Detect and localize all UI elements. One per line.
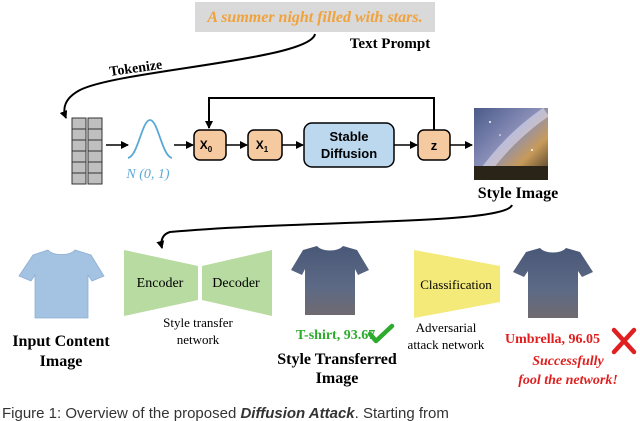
style-transferred-line2: Image (316, 370, 359, 387)
transferred-tshirt (291, 246, 369, 315)
style-image-label: Style Image (478, 185, 558, 202)
input-content-line2: Image (40, 353, 83, 370)
tshirt-prediction: T-shirt, 93.67 (296, 328, 375, 343)
input-content-line1: Input Content (12, 333, 110, 350)
stable-diffusion-line2: Diffusion (321, 146, 377, 161)
classification-label: Classification (420, 277, 492, 292)
style-transfer-line2: network (177, 332, 220, 347)
caption-method: Diffusion Attack (240, 405, 355, 421)
x1-subscript: 1 (264, 145, 269, 154)
encoder-label: Encoder (137, 276, 184, 291)
check-icon (367, 323, 395, 344)
decoder-label: Decoder (212, 276, 260, 291)
svg-text:X1: X1 (256, 138, 269, 154)
x0-subscript: 0 (208, 145, 213, 154)
tokenize-arrow (59, 33, 316, 119)
tokenize-label: Tokenize (108, 58, 163, 80)
svg-text:X0: X0 (200, 138, 213, 154)
style-transfer-line1: Style transfer (163, 315, 233, 330)
text-prompt-text: A summer night filled with stars. (206, 9, 422, 26)
style-image (474, 107, 549, 181)
cross-icon (611, 327, 637, 355)
x1-label: X (256, 138, 264, 152)
decoder-shape (202, 250, 272, 316)
z-label: z (431, 138, 438, 153)
output-tshirt (513, 248, 593, 318)
input-tshirt (18, 249, 105, 319)
x0-label: X (200, 138, 208, 152)
adversarial-line2: attack network (408, 337, 485, 352)
token-grid (71, 117, 103, 185)
umbrella-prediction: Umbrella, 96.05 (505, 332, 600, 347)
fool-line1: Successfully (532, 354, 604, 369)
adversarial-line1: Adversarial (416, 320, 477, 335)
classification-shape (414, 250, 500, 318)
text-prompt-box (195, 2, 435, 32)
caption-prefix: Figure 1: Overview of the proposed (2, 405, 240, 421)
style-transferred-line1: Style Transferred (277, 351, 397, 368)
noise-label: N (0, 1) (125, 167, 170, 182)
text-prompt-label: Text Prompt (350, 36, 430, 52)
figure-caption: Figure 1: Overview of the proposed Diffu… (2, 405, 449, 421)
style-to-encoder-arrow (156, 204, 513, 249)
caption-suffix: . Starting from (355, 405, 449, 421)
fool-line2: fool the network! (518, 373, 618, 388)
gaussian-curve (127, 119, 173, 159)
stable-diffusion-line1: Stable (329, 129, 368, 144)
encoder-shape (124, 250, 198, 316)
loop-arrow (205, 97, 435, 130)
